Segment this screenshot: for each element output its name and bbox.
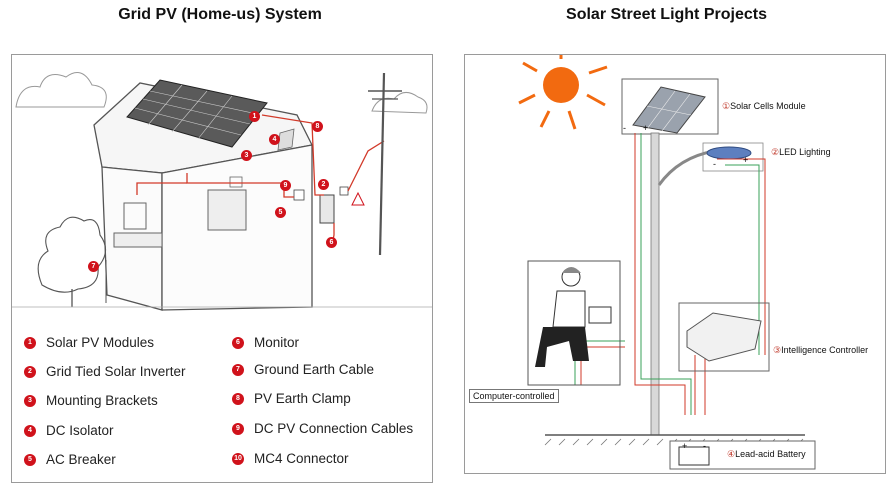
badge-monitor: 6 bbox=[326, 237, 337, 248]
battery-plus: + bbox=[682, 441, 688, 451]
badge-solar-pv-modules: 1 bbox=[249, 111, 260, 122]
tree-icon bbox=[37, 216, 107, 293]
badge-ground-earth-cable: 7 bbox=[88, 261, 99, 272]
warning-icon bbox=[351, 191, 365, 206]
solar-plus: + bbox=[643, 123, 649, 133]
street-light-title: Solar Street Light Projects bbox=[566, 6, 767, 23]
led-plus: + bbox=[743, 155, 749, 165]
badge-ac-breaker: 5 bbox=[275, 207, 286, 218]
street-light-pole bbox=[650, 132, 660, 436]
led-lighting-label: ②LED Lighting bbox=[771, 147, 831, 157]
cloud-icon bbox=[15, 72, 107, 108]
cloud-icon bbox=[371, 92, 428, 114]
badge-mounting-brackets: 3 bbox=[241, 150, 252, 161]
battery-minus: - bbox=[703, 441, 706, 451]
grid-pv-title: Grid PV (Home-us) System bbox=[118, 6, 322, 23]
laptop-icon bbox=[588, 306, 612, 324]
utility-pole bbox=[378, 72, 386, 256]
lamp-arm bbox=[657, 149, 716, 186]
computer-frame bbox=[527, 260, 621, 386]
solar-minus: - bbox=[623, 123, 626, 133]
led-minus: - bbox=[713, 159, 716, 169]
computer-controlled-label: Computer-controlled bbox=[469, 389, 559, 403]
solar-panel-array bbox=[126, 79, 268, 148]
badge-dc-isolator: 4 bbox=[269, 134, 280, 145]
street-light-diagram bbox=[518, 55, 816, 470]
sun-icon bbox=[518, 55, 608, 130]
street-light-panel: - + - + + - ①Solar Cells Module ②LED Lig… bbox=[464, 54, 886, 474]
badge-dc-pv-cables: 9 bbox=[280, 180, 291, 191]
inverter-icon bbox=[319, 194, 335, 224]
battery-label: ④Lead-acid Battery bbox=[727, 449, 806, 459]
battery-icon bbox=[678, 446, 710, 466]
controller-frame bbox=[678, 302, 770, 372]
badge-pv-earth-clamp: 8 bbox=[312, 121, 323, 132]
badge-inverter: 2 bbox=[318, 179, 329, 190]
solar-module-frame bbox=[621, 78, 719, 135]
solar-cells-label: ①Solar Cells Module bbox=[722, 101, 806, 111]
controller-label: ③Intelligence Controller bbox=[773, 345, 869, 355]
intelligence-controller-icon bbox=[686, 312, 762, 362]
house-diagram bbox=[12, 72, 432, 311]
